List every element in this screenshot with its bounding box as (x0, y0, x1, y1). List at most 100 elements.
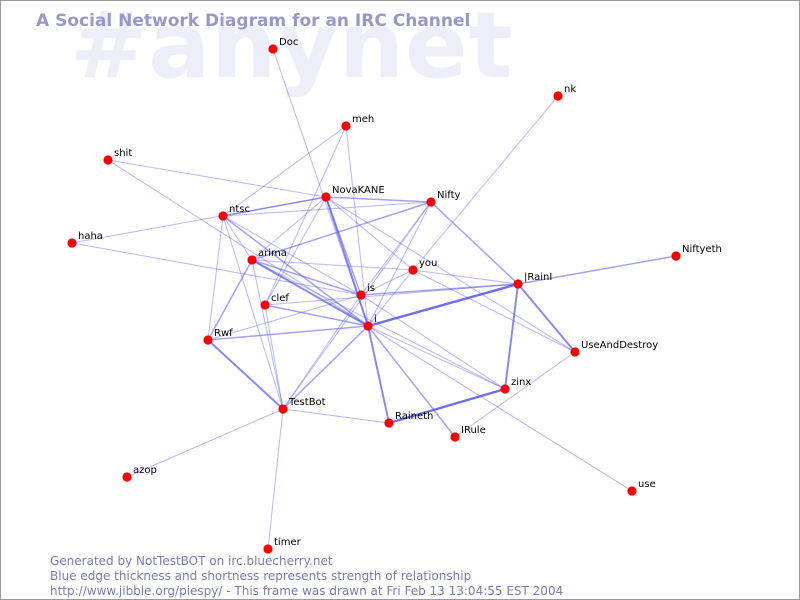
node-label: i (374, 314, 377, 325)
node-timer: timer (263, 537, 302, 554)
node-nk: nk (553, 84, 576, 101)
edge-i-IRainI (367, 282, 519, 328)
node-IRainI: |RainI (513, 272, 552, 289)
node-dot (67, 238, 77, 248)
edge-i-Raineth (367, 325, 390, 424)
diagram-title: A Social Network Diagram for an IRC Chan… (36, 11, 471, 31)
edge-nk-you (412, 95, 559, 271)
edge-NovaKANE-Nifty (325, 196, 432, 203)
node-azop: azop (122, 465, 157, 482)
node-dot (356, 290, 366, 300)
node-Raineth: Raineth (384, 411, 433, 428)
edge-NovaKANE-ntsc (222, 196, 327, 217)
node-label: Nifty (437, 190, 461, 201)
edge-Nifty-TestBot (282, 201, 432, 410)
node-Nifty: Nifty (426, 190, 461, 207)
edge-IRainI-you (412, 269, 519, 285)
node-ntsc: ntsc (218, 204, 250, 221)
edge-haha-is (71, 242, 362, 296)
node-dot (426, 197, 436, 207)
node-you: you (408, 258, 437, 275)
edge-ntsc-TestBot (222, 215, 284, 410)
node-label: Niftyeth (682, 244, 722, 255)
footer-generated-by: Generated by NotTestBOT on irc.bluecherr… (50, 554, 333, 568)
edge-i-use (367, 325, 633, 492)
node-label: Rwf (214, 328, 233, 339)
node-dot (341, 121, 351, 131)
edge-is-you (360, 269, 414, 296)
node-dot (570, 347, 580, 357)
footer-legend-note: Blue edge thickness and shortness repres… (50, 569, 472, 583)
edge-is-zinx (360, 294, 506, 390)
node-dot (103, 155, 113, 165)
edge-ntsc-arima (222, 215, 253, 261)
edge-ntsc-i (222, 215, 369, 327)
node-shit: shit (103, 148, 132, 165)
node-dot (321, 192, 331, 202)
node-dot (363, 321, 373, 331)
edge-Nifty-arima (251, 201, 432, 261)
edge-UseAndDestroy-IRule (454, 351, 576, 438)
edge-Nifty-IRainI (430, 201, 519, 285)
edge-Rwf-i (207, 325, 369, 341)
node-label: TestBot (288, 397, 326, 408)
node-label: timer (274, 537, 302, 548)
edge-i-you (367, 269, 414, 327)
edge-arima-is (251, 259, 362, 296)
node-NovaKANE: NovaKANE (321, 185, 385, 202)
edge-arima-zinx (251, 259, 506, 390)
edge-Nifty-ntsc (222, 201, 432, 217)
node-label: |RainI (524, 272, 552, 283)
node-dot (260, 300, 270, 310)
edge-shit-NovaKANE (107, 159, 327, 198)
edge-Rwf-TestBot (207, 339, 284, 410)
edge-TestBot-timer (267, 408, 284, 550)
node-label: IRule (461, 425, 486, 436)
node-dot (450, 432, 460, 442)
node-dot (278, 404, 288, 414)
edge-NovaKANE-arima (251, 196, 327, 261)
edge-IRainI-Niftyeth (517, 255, 677, 285)
node-TestBot: TestBot (278, 397, 326, 414)
edge-meh-ntsc (222, 125, 347, 217)
node-label: you (419, 258, 437, 269)
edge-is-IRainI (360, 283, 519, 296)
edge-arima-you (251, 259, 414, 271)
node-dot (122, 472, 132, 482)
node-label: shit (114, 148, 132, 159)
edge-you-UseAndDestroy (412, 269, 576, 353)
node-label: use (638, 479, 656, 490)
node-Rwf: Rwf (203, 328, 233, 345)
edge-clef-TestBot (264, 304, 284, 410)
node-UseAndDestroy: UseAndDestroy (570, 340, 658, 357)
edge-layer (71, 48, 677, 550)
node-dot (263, 544, 273, 554)
edge-i-IRule (367, 325, 456, 438)
edge-NovaKANE-clef (264, 196, 327, 306)
node-label: nk (564, 84, 576, 95)
edge-TestBot-azop (126, 408, 284, 478)
node-dot (218, 211, 228, 221)
edge-TestBot-Raineth (282, 408, 390, 424)
node-IRule: IRule (450, 425, 486, 442)
node-label: azop (133, 465, 157, 476)
edge-arima-i (251, 259, 369, 327)
node-label: UseAndDestroy (581, 340, 658, 351)
edge-is-TestBot (282, 294, 362, 410)
node-label: Raineth (395, 411, 433, 422)
node-dot (408, 265, 418, 275)
node-dot (384, 418, 394, 428)
node-dot (671, 251, 681, 261)
node-dot (500, 384, 510, 394)
node-dot (203, 335, 213, 345)
node-Doc: Doc (268, 37, 298, 54)
edge-ntsc-is (222, 215, 362, 296)
edge-Nifty-is (360, 201, 432, 296)
edge-IRainI-zinx (504, 283, 519, 390)
node-dot (627, 486, 637, 496)
edge-NovaKANE-is (325, 196, 362, 296)
node-label: Doc (279, 37, 298, 48)
node-meh: meh (341, 114, 374, 131)
edge-arima-Rwf (207, 259, 253, 341)
